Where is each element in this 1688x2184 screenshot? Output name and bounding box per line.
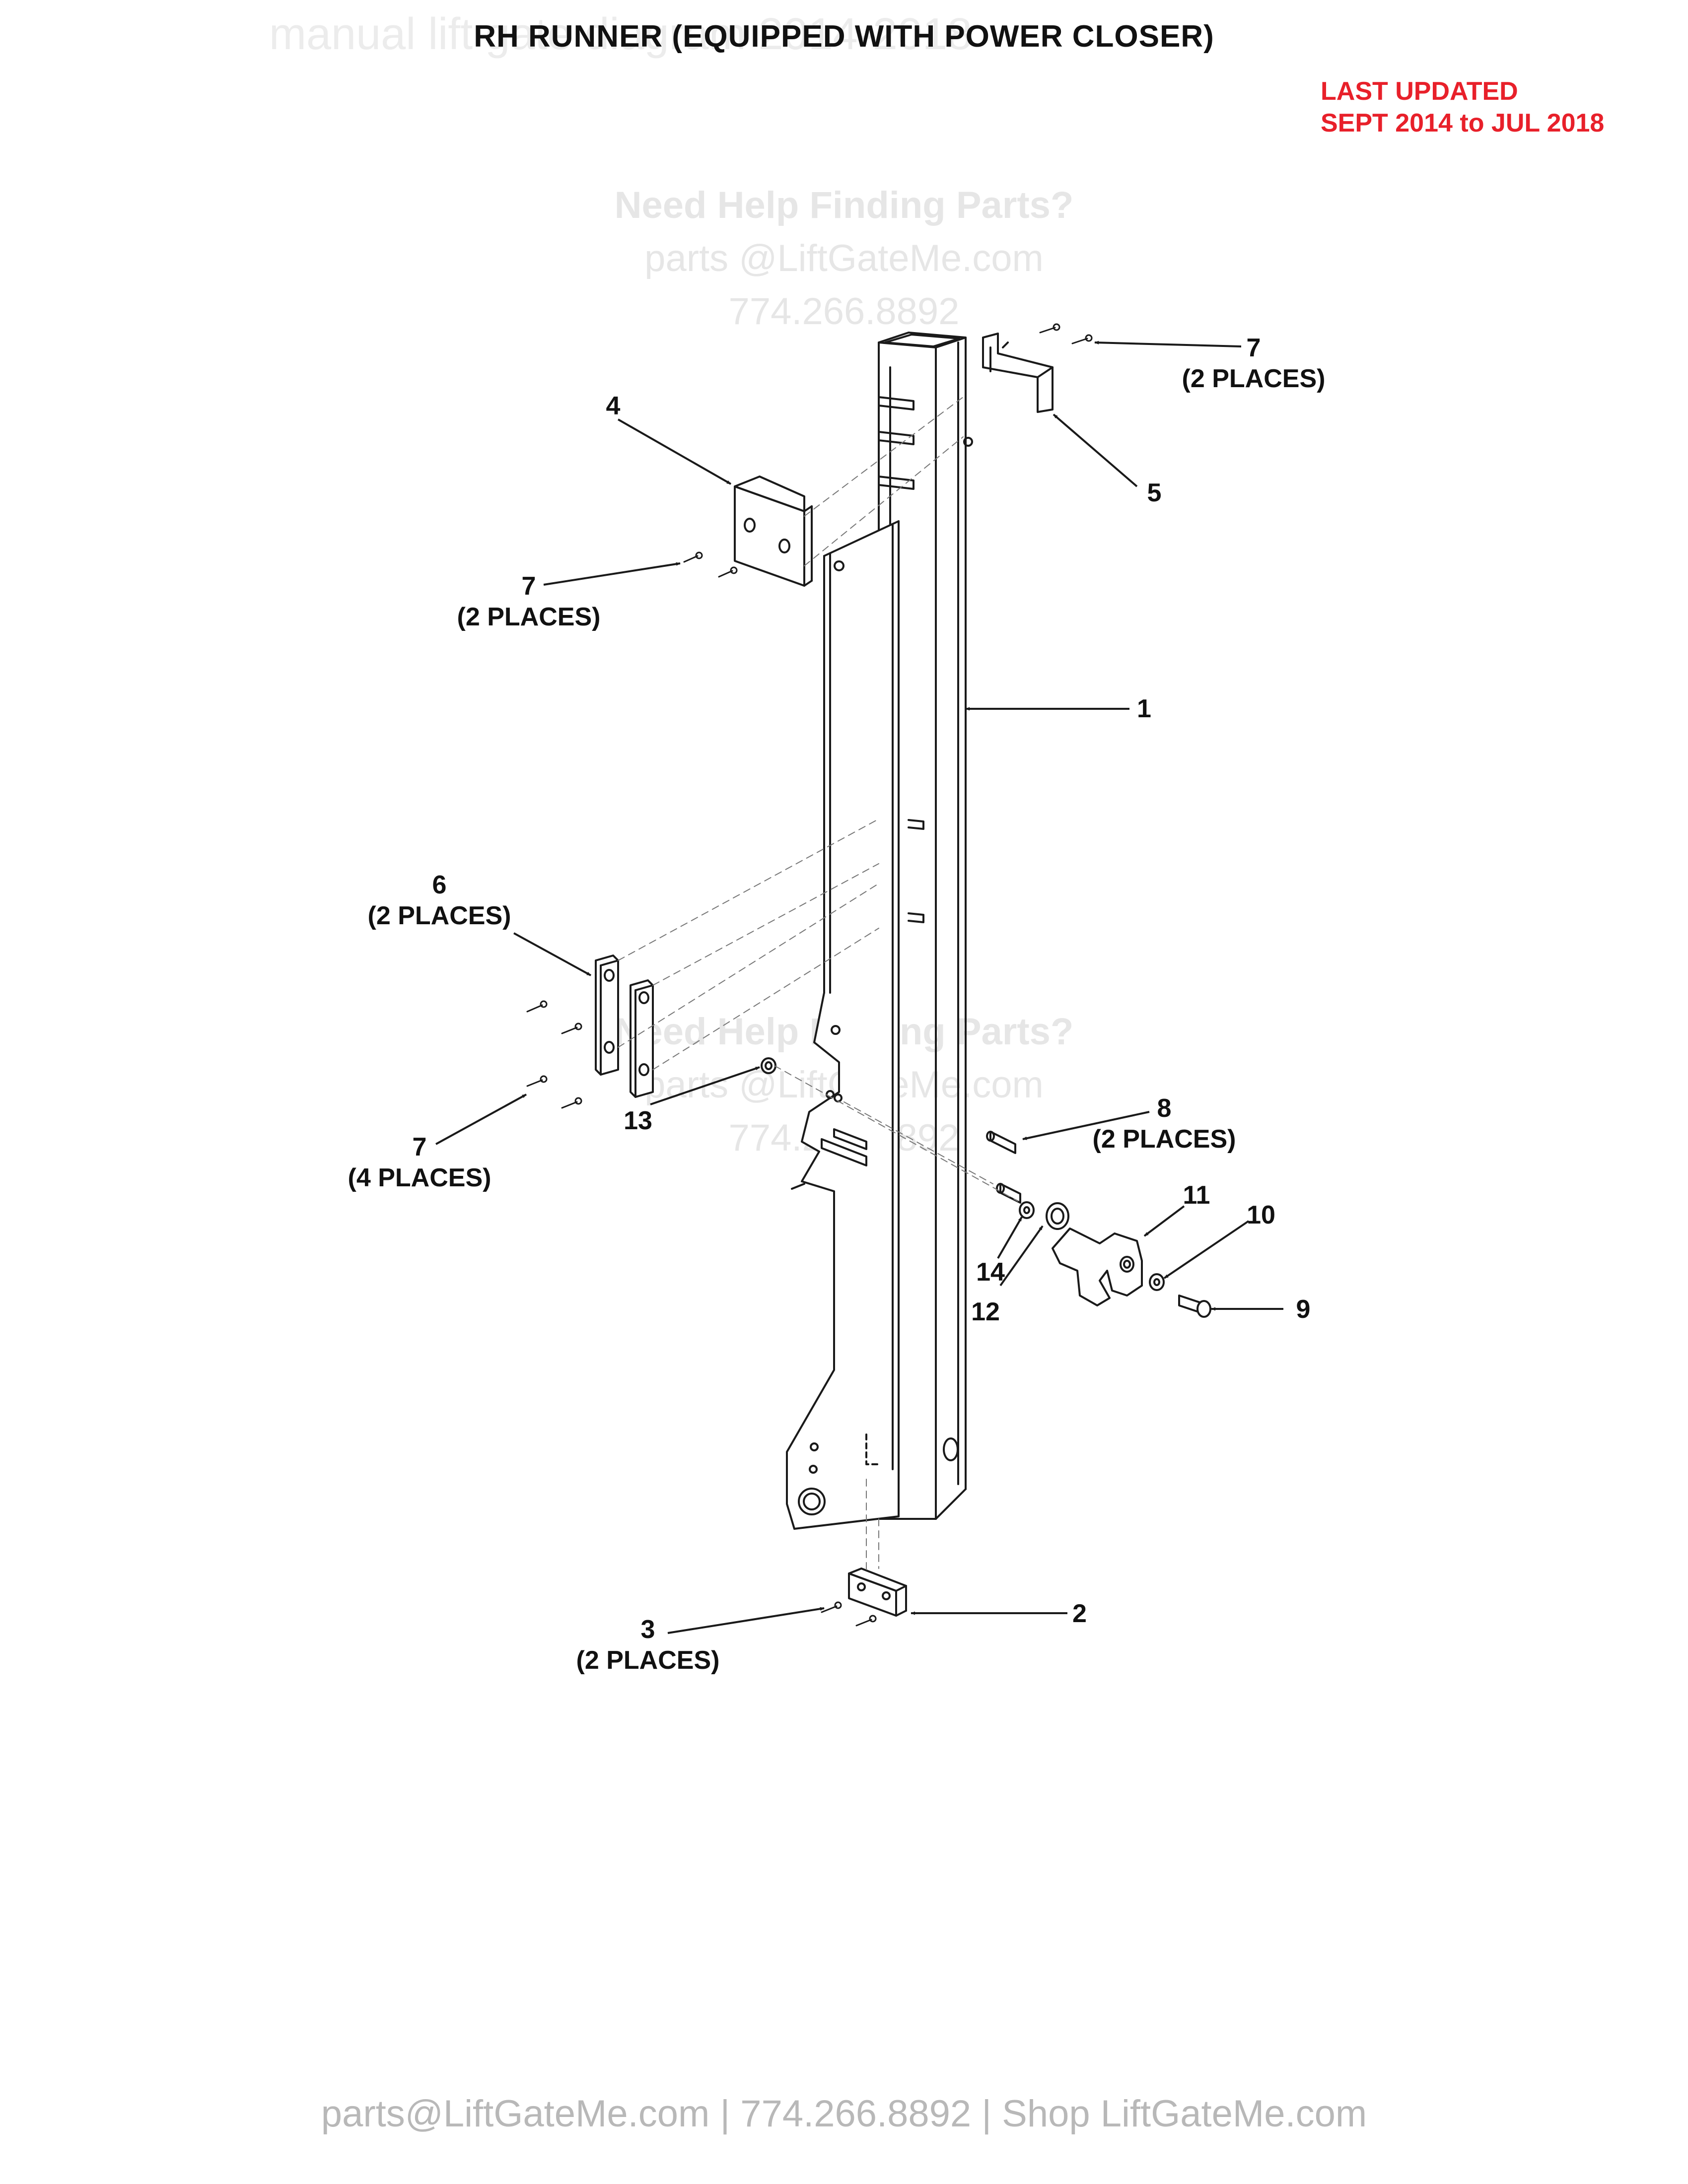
shoulder-bolt-part-9 [1178, 1295, 1211, 1318]
callout-13: 13 [624, 1106, 652, 1135]
upper-wear-block-part-4 [734, 476, 813, 587]
callout-6: 6 [432, 871, 447, 899]
nut-part-13 [761, 1057, 776, 1074]
help-watermark-phone: 774.266.8892 [728, 290, 960, 333]
last-updated-badge: LAST UPDATED SEPT 2014 to JUL 2018 [1321, 75, 1604, 139]
top-watermark: manual lift gate diagram 2014-2018 [269, 9, 972, 59]
mid-wear-block-part-6 [630, 979, 654, 1098]
help-watermark-title: Need Help Finding Parts? [614, 184, 1074, 226]
screw-part-7 [526, 1000, 548, 1013]
washer-part-14 [1019, 1201, 1035, 1219]
screw-part-7 [1039, 323, 1060, 334]
callout-8: 8 [1157, 1094, 1172, 1123]
callout-14: 14 [976, 1258, 1005, 1287]
callout-7-qty: (2 PLACES) [457, 603, 601, 631]
callout-7: 7 [522, 572, 536, 601]
callout-1: 1 [1137, 694, 1151, 723]
callout-12: 12 [971, 1297, 1000, 1326]
callout-3: 3 [641, 1615, 655, 1644]
last-updated-label: LAST UPDATED [1321, 77, 1518, 106]
cotter-pin-part-12 [1046, 1202, 1069, 1230]
last-updated-range: SEPT 2014 to JUL 2018 [1321, 109, 1605, 137]
pin-part-8 [986, 1131, 1016, 1154]
runner-side-plate [786, 520, 900, 1530]
help-watermark-email: parts @LiftGateMe.com [644, 237, 1044, 279]
callout-10: 10 [1247, 1201, 1275, 1229]
callout-7: 7 [1247, 334, 1261, 362]
latch-hook-part-11 [1052, 1228, 1143, 1306]
help-watermark: Need Help Finding Parts? parts @LiftGate… [496, 184, 1192, 333]
callout-3-qty: (2 PLACES) [576, 1646, 720, 1675]
page-title: RH RUNNER (EQUIPPED WITH POWER CLOSER) [474, 19, 1214, 54]
mid-wear-block-part-6 [595, 955, 619, 1076]
washer-part-10 [1149, 1273, 1165, 1291]
screw-part-7 [561, 1097, 582, 1109]
bottom-block-part-2 [848, 1568, 907, 1617]
callout-4: 4 [606, 392, 621, 420]
assembly-lines [618, 397, 1018, 1571]
callout-9: 9 [1296, 1295, 1311, 1324]
top-guide-part-5 [982, 333, 1054, 413]
callout-8-qty: (2 PLACES) [1093, 1125, 1236, 1154]
pin-part-8 [996, 1183, 1021, 1204]
callout-5: 5 [1147, 478, 1162, 507]
callout-6-qty: (2 PLACES) [368, 901, 511, 930]
callout-labels: 1 2 3 (2 PLACES) 4 5 6 (2 PLACES) 7 (2 P… [348, 334, 1326, 1675]
footer-contact: parts@LiftGateMe.com | 774.266.8892 | Sh… [321, 2093, 1367, 2135]
callout-2: 2 [1072, 1599, 1087, 1628]
screw-part-3 [821, 1601, 842, 1613]
screw-part-7 [526, 1075, 548, 1087]
callout-7-qty: (4 PLACES) [348, 1163, 492, 1192]
callout-7: 7 [413, 1133, 427, 1161]
screw-part-7 [1071, 334, 1093, 344]
screw-part-3 [855, 1615, 877, 1627]
screw-part-7 [718, 566, 738, 578]
screw-part-7 [683, 551, 703, 563]
closer-pins [791, 1128, 867, 1190]
leader-lines [435, 341, 1283, 1634]
callout-11: 11 [1183, 1181, 1210, 1210]
callout-7-qty: (2 PLACES) [1182, 364, 1326, 393]
screws [526, 323, 1093, 1627]
screw-part-7 [561, 1023, 582, 1034]
